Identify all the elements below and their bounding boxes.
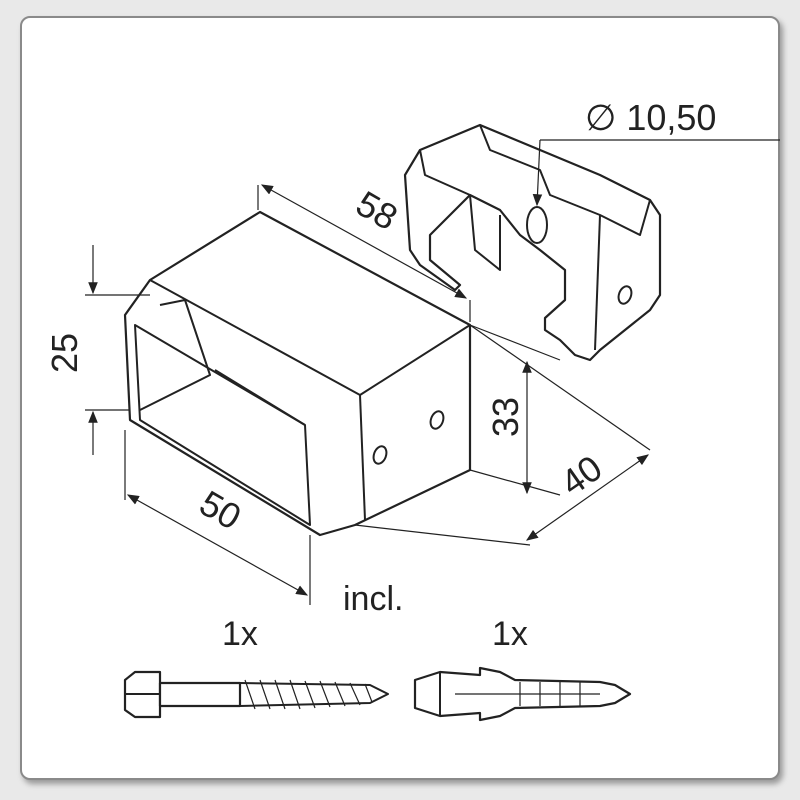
screw-quantity: 1x <box>222 615 258 653</box>
depth-label: 40 <box>553 447 609 504</box>
wall-plug-icon <box>413 666 632 722</box>
included-label: incl. <box>343 580 403 618</box>
length-label: 58 <box>349 183 404 239</box>
dimension-lines <box>85 139 780 605</box>
screw-icon <box>123 670 389 719</box>
width-label: 50 <box>193 482 248 538</box>
height-outer-label: 33 <box>485 397 526 437</box>
height-inner-label: 25 <box>44 333 85 373</box>
hole-diameter-label: ∅ 10,50 <box>585 97 716 138</box>
dowel-quantity: 1x <box>492 615 528 653</box>
